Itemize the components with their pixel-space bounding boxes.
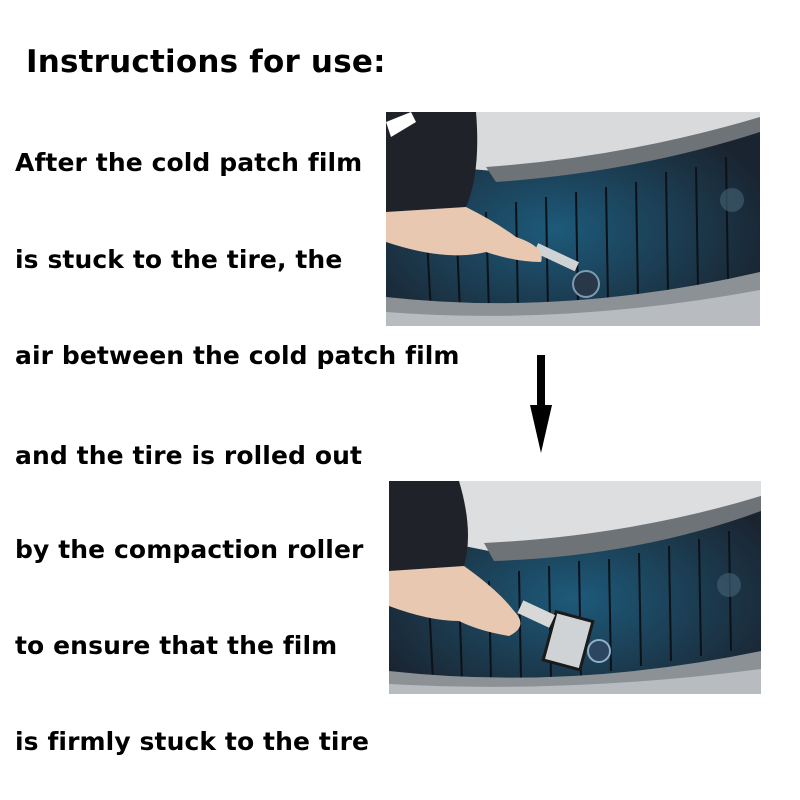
- instruction-line-7: is firmly stuck to the tire: [15, 727, 370, 756]
- page-title: Instructions for use:: [26, 44, 386, 80]
- instruction-line-3: air between the cold patch film: [15, 341, 460, 370]
- step-photo-roller-compaction: [389, 481, 761, 694]
- instruction-line-2: is stuck to the tire, the: [15, 245, 343, 274]
- instruction-line-6: to ensure that the film: [15, 631, 338, 660]
- instruction-line-1: After the cold patch film: [15, 148, 363, 177]
- instruction-line-5: by the compaction roller: [15, 535, 364, 564]
- arrow-down-icon: [530, 355, 552, 453]
- instruction-line-4: and the tire is rolled out: [15, 441, 363, 470]
- step-photo-patch-applied: [386, 112, 760, 326]
